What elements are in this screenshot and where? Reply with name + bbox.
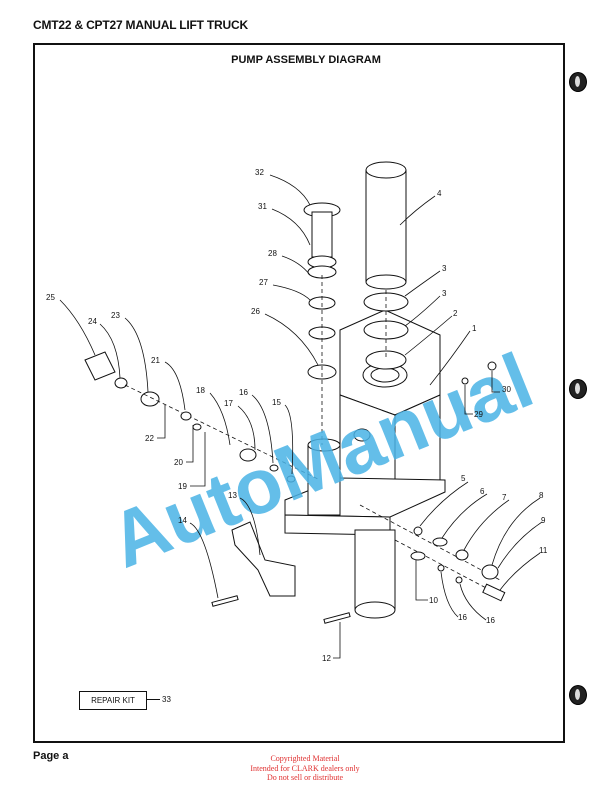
callout-26: 26 [251, 307, 260, 316]
valve-parts-left [84, 351, 321, 483]
callout-8: 8 [539, 491, 544, 500]
callout-20: 20 [174, 458, 183, 467]
callout-29: 29 [474, 410, 483, 419]
callout-25: 25 [46, 293, 55, 302]
binder-hole-icon [569, 379, 587, 399]
callout-12: 12 [322, 654, 331, 663]
callout-31: 31 [258, 202, 267, 211]
copyright-line: Intended for CLARK dealers only [250, 763, 360, 773]
callout-28: 28 [268, 249, 277, 258]
diagram-frame [33, 43, 565, 743]
callout-labels: 32 31 28 27 26 4 3 3 2 1 25 24 23 21 18 … [46, 168, 548, 663]
callout-16: 16 [458, 613, 467, 622]
binder-hole-icon [569, 685, 587, 705]
valve-parts-right [359, 361, 506, 602]
callout-16: 16 [239, 388, 248, 397]
callout-22: 22 [145, 434, 154, 443]
callout-15: 15 [272, 398, 281, 407]
callout-17: 17 [224, 399, 233, 408]
callout-6: 6 [480, 487, 485, 496]
callout-3: 3 [442, 289, 447, 298]
callout-11: 11 [539, 546, 548, 555]
copyright-line: Copyrighted Material [270, 754, 340, 763]
repair-kit-callout: 33 [162, 695, 171, 704]
callout-16: 16 [486, 616, 495, 625]
document-header: CMT22 & CPT27 MANUAL LIFT TRUCK [33, 18, 248, 32]
callout-1: 1 [472, 324, 477, 333]
callout-24: 24 [88, 317, 97, 326]
callout-30: 30 [502, 385, 511, 394]
callout-4: 4 [437, 189, 442, 198]
callout-13: 13 [228, 491, 237, 500]
callout-9: 9 [541, 516, 546, 525]
callout-2: 2 [453, 309, 458, 318]
copyright-line: Do not sell or distribute [267, 773, 343, 782]
piston-parts [303, 161, 409, 445]
leader-lines [59, 174, 543, 659]
callout-5: 5 [461, 474, 466, 483]
callout-10: 10 [429, 596, 438, 605]
callout-21: 21 [151, 356, 160, 365]
callout-3: 3 [442, 264, 447, 273]
callout-18: 18 [196, 386, 205, 395]
callout-27: 27 [259, 278, 268, 287]
diagram-title: PUMP ASSEMBLY DIAGRAM [231, 54, 381, 66]
callout-7: 7 [502, 493, 507, 502]
callout-19: 19 [178, 482, 187, 491]
copyright-notice: Copyrighted Material Intended for CLARK … [220, 754, 390, 783]
callout-32: 32 [255, 168, 264, 177]
binder-hole-icon [569, 72, 587, 92]
bracket-and-pins [211, 521, 351, 624]
callout-23: 23 [111, 311, 120, 320]
page-number: Page a [33, 750, 69, 762]
repair-kit-box: REPAIR KIT [79, 691, 147, 710]
repair-kit-leader [146, 699, 160, 700]
callout-14: 14 [178, 516, 187, 525]
